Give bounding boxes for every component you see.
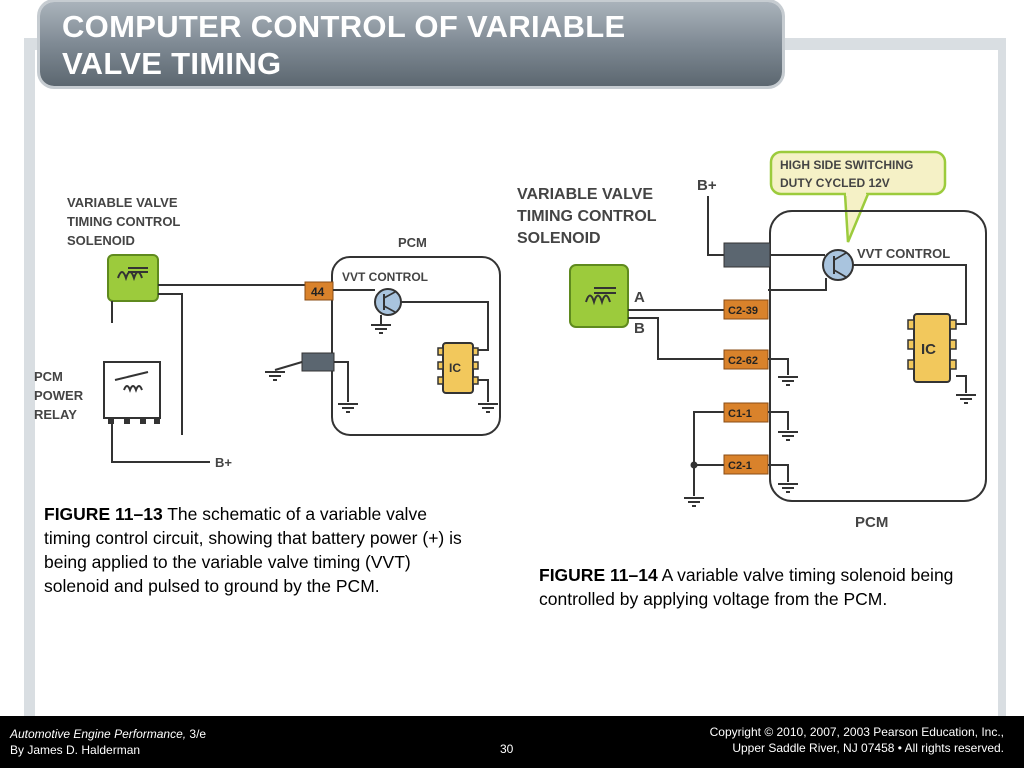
fig14-bplus-connector <box>723 242 771 268</box>
slide-footer: Automotive Engine Performance, 3/e By Ja… <box>0 716 1024 768</box>
fig14-callout-line-2: DUTY CYCLED 12V <box>780 176 890 190</box>
fig14-pcm-box <box>769 210 987 502</box>
fig13-relay-label-1: PCM <box>34 369 63 384</box>
caption-13-figure-number: FIGURE 11–13 <box>44 504 163 524</box>
fig14-transistor-icon <box>822 249 854 281</box>
fig13-ic-label: IC <box>449 361 461 375</box>
figure-11-13-diagram: VARIABLE VALVE TIMING CONTROL SOLENOID P… <box>34 195 501 470</box>
footer-copyright-line-2: Upper Saddle River, NJ 07458 • All right… <box>732 741 1004 755</box>
fig13-solenoid-label-1: VARIABLE VALVE <box>67 195 178 210</box>
caption-14-text: A variable valve timing solenoid being c… <box>539 565 954 609</box>
footer-edition: 3/e <box>186 727 207 741</box>
fig13-relay-label-3: RELAY <box>34 407 77 422</box>
caption-figure-11-13: FIGURE 11–13 The schematic of a variable… <box>44 502 464 598</box>
fig14-ic-label: IC <box>921 341 936 358</box>
fig13-relay-icon <box>103 361 161 419</box>
title-line-1: COMPUTER CONTROL OF VARIABLE <box>62 9 626 44</box>
slide-title: COMPUTER CONTROL OF VARIABLE VALVE TIMIN… <box>62 8 762 82</box>
slide-frame-left <box>24 38 35 718</box>
fig14-bplus-label: B+ <box>697 177 717 194</box>
fig13-relay-label-2: POWER <box>34 388 84 403</box>
title-line-2: VALVE TIMING <box>62 46 282 81</box>
fig14-pcm-label: PCM <box>855 514 888 531</box>
caption-figure-11-14: FIGURE 11–14 A variable valve timing sol… <box>539 563 969 611</box>
fig14-solenoid-label-1: VARIABLE VALVE <box>517 186 653 203</box>
diagrams: VARIABLE VALVE TIMING CONTROL SOLENOID P… <box>34 150 987 531</box>
fig13-ground-connector <box>301 352 335 372</box>
slide-frame-right <box>998 38 1006 718</box>
fig14-pin-c2-39 <box>723 299 769 320</box>
fig13-pin-44-label: 44 <box>311 285 325 299</box>
caption-14-figure-number: FIGURE 11–14 <box>539 565 658 585</box>
fig13-pcm-label: PCM <box>398 235 427 250</box>
fig14-pin-c2-1-label: C2-1 <box>728 460 752 472</box>
fig14-pin-c1-1-label: C1-1 <box>728 408 752 420</box>
footer-copyright-line-1: Copyright © 2010, 2007, 2003 Pearson Edu… <box>709 725 1004 739</box>
footer-book-info: Automotive Engine Performance, 3/e By Ja… <box>10 726 206 758</box>
fig14-solenoid-label-2: TIMING CONTROL <box>517 208 657 225</box>
caption-13-text: The schematic of a variable valve timing… <box>44 504 462 596</box>
fig13-pcm-box <box>331 256 501 436</box>
fig14-vvt-label: VVT CONTROL <box>857 246 950 261</box>
figure-11-14-diagram: VARIABLE VALVE TIMING CONTROL SOLENOID B… <box>517 150 987 531</box>
footer-copyright: Copyright © 2010, 2007, 2003 Pearson Edu… <box>710 724 1004 756</box>
fig13-solenoid-label-2: TIMING CONTROL <box>67 214 180 229</box>
footer-author: By James D. Halderman <box>10 743 141 757</box>
title-banner <box>40 2 782 86</box>
footer-book-title: Automotive Engine Performance, <box>10 727 187 741</box>
fig14-pin-b-label: B <box>634 320 645 337</box>
fig13-solenoid-label-3: SOLENOID <box>67 233 135 248</box>
fig13-transistor-icon <box>374 288 402 316</box>
fig14-pin-c2-62-label: C2-62 <box>728 355 758 367</box>
footer-page-number: 30 <box>500 742 514 756</box>
fig14-pins: C2-39 C2-62 C1-1 C2-1 <box>723 299 769 475</box>
fig13-bplus-label: B+ <box>215 455 232 470</box>
fig14-pin-c2-39-label: C2-39 <box>728 305 758 317</box>
fig14-callout-line-1: HIGH SIDE SWITCHING <box>780 158 913 172</box>
fig13-vvt-label: VVT CONTROL <box>342 270 428 284</box>
fig14-solenoid-label-3: SOLENOID <box>517 230 601 247</box>
fig14-pin-a-label: A <box>634 289 645 306</box>
